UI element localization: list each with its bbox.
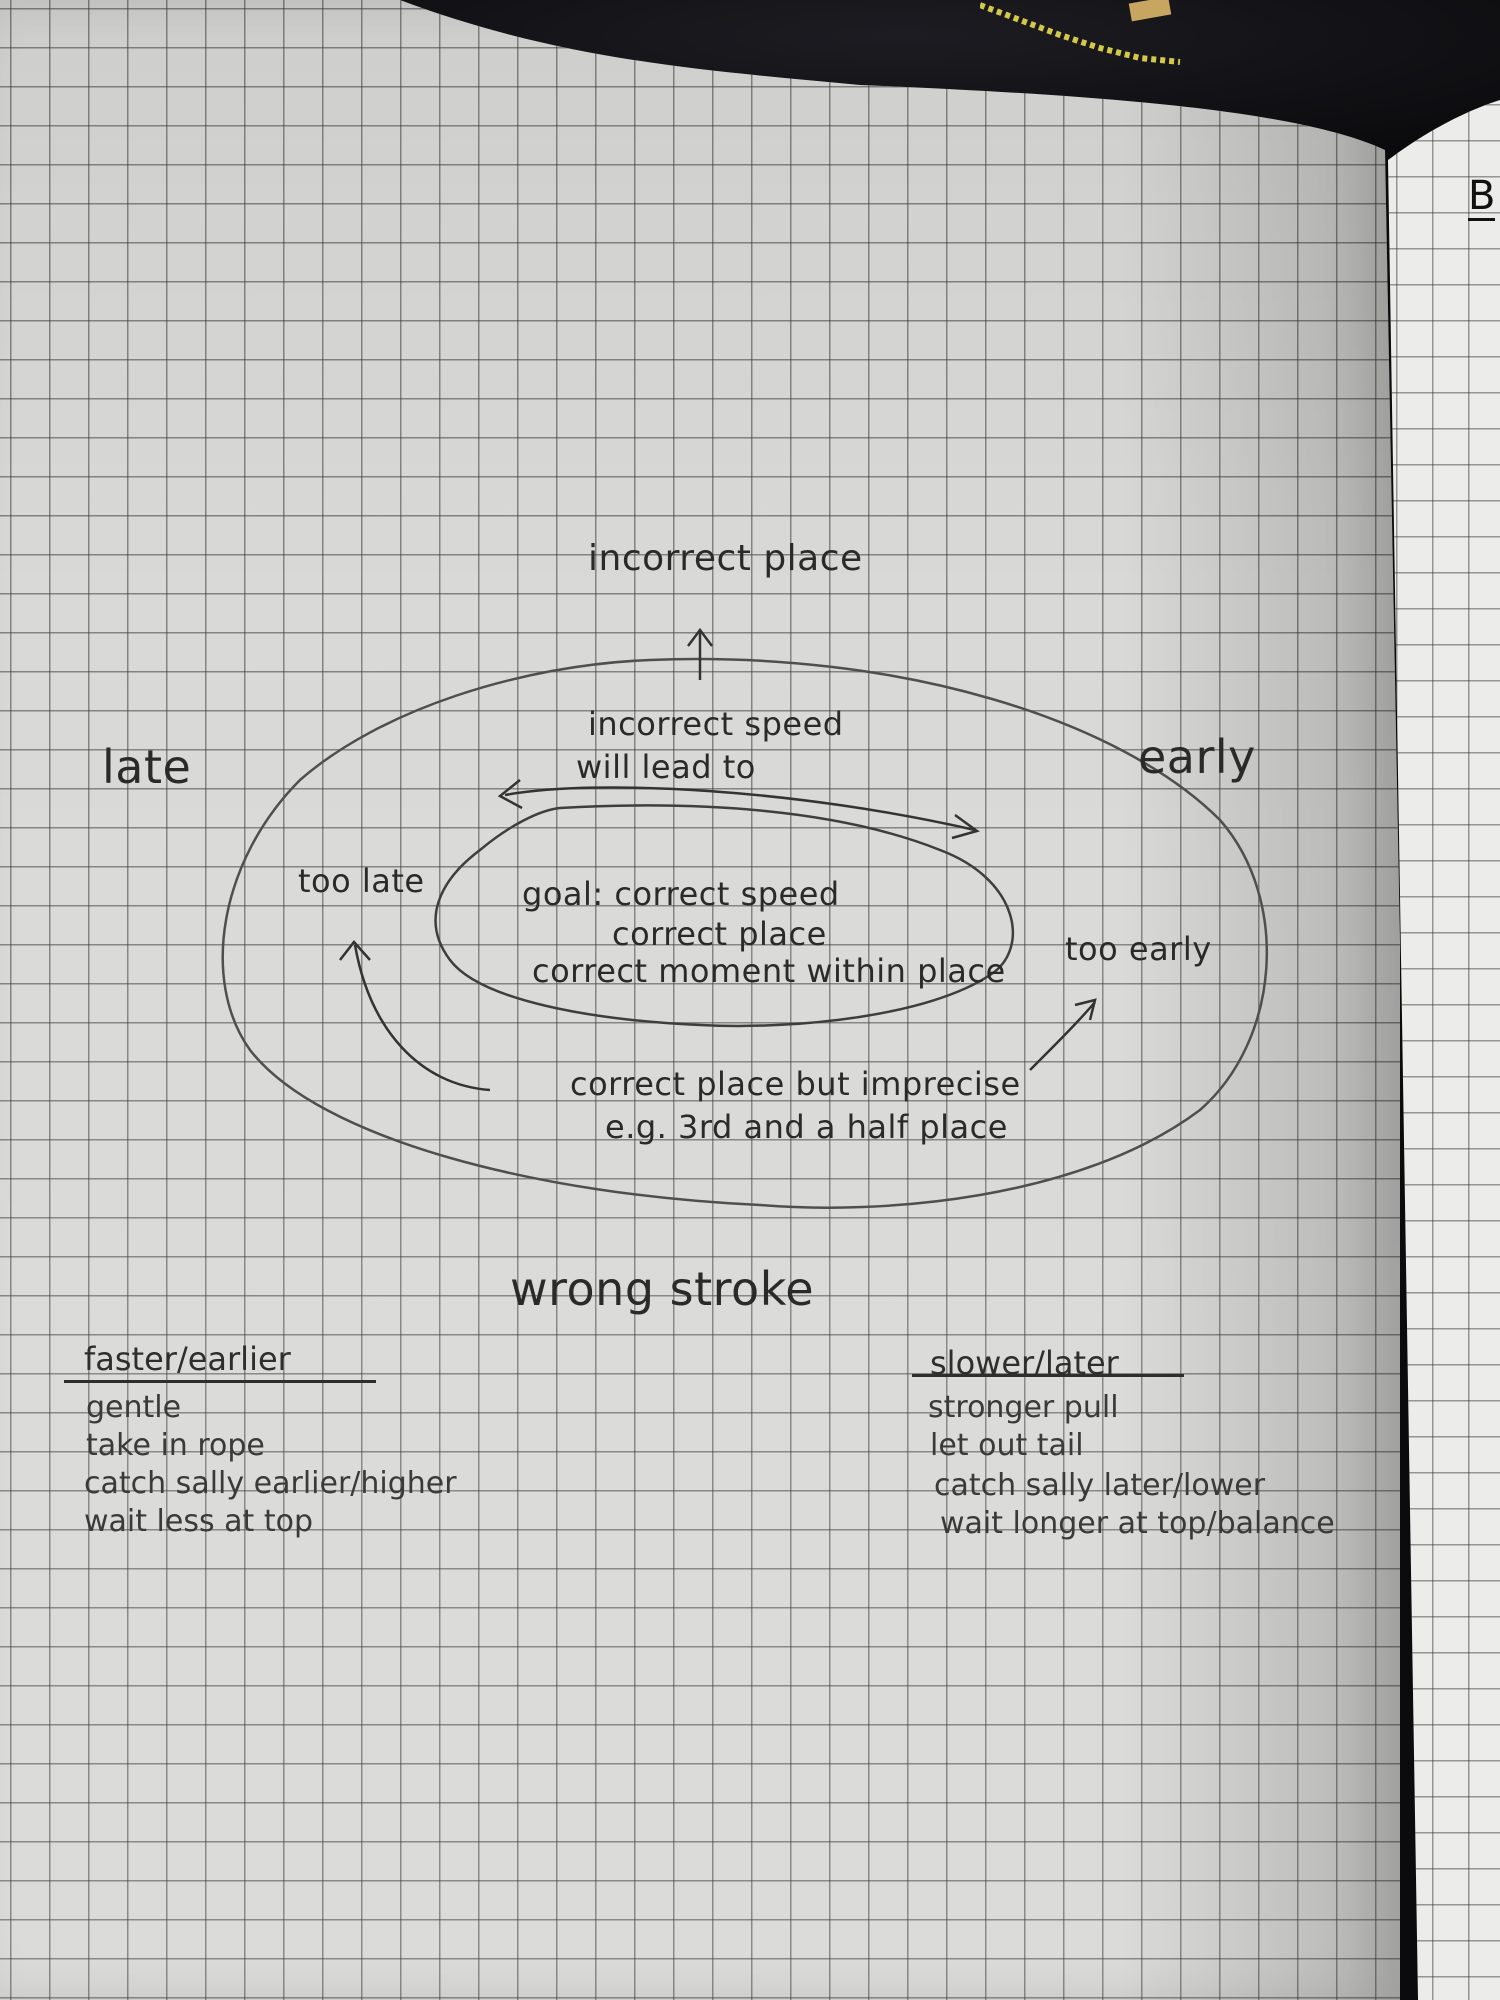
label-will-lead-to: will lead to xyxy=(576,748,756,786)
list-left-item: wait less at top xyxy=(84,1504,313,1539)
goal-line-2: correct place xyxy=(612,915,827,953)
label-early: early xyxy=(1138,730,1256,784)
zipper-decoration xyxy=(980,0,1181,65)
label-example-place: e.g. 3rd and a half place xyxy=(605,1108,1008,1146)
goal-line-1: goal: correct speed xyxy=(522,875,840,913)
graph-paper-page xyxy=(0,0,1400,2000)
list-right-item: stronger pull xyxy=(928,1390,1119,1425)
arrow-up-icon xyxy=(687,627,713,680)
right-page-letter: B xyxy=(1468,173,1496,221)
label-late: late xyxy=(102,740,192,794)
goal-line-3: correct moment within place xyxy=(532,952,1006,990)
list-left-item: catch sally earlier/higher xyxy=(84,1466,457,1501)
list-left-underline xyxy=(64,1380,376,1383)
right-notebook-page xyxy=(1388,100,1500,2000)
outer-ellipse xyxy=(221,657,1268,1209)
label-correct-place-imprecise: correct place but imprecise xyxy=(570,1065,1021,1103)
arrow-to-too-early-icon xyxy=(1029,998,1097,1071)
list-left-heading: faster/earlier xyxy=(84,1340,291,1378)
inner-ellipse xyxy=(434,804,1014,1028)
list-right-item: wait longer at top/balance xyxy=(940,1506,1335,1541)
list-right-item: let out tail xyxy=(930,1428,1084,1463)
label-incorrect-place: incorrect place xyxy=(588,538,863,579)
list-left-item: gentle xyxy=(86,1390,182,1425)
list-left-item: take in rope xyxy=(86,1428,265,1463)
arrow-to-too-late-icon xyxy=(339,940,491,1092)
label-too-early: too early xyxy=(1065,930,1212,968)
double-arrow-icon xyxy=(497,779,980,840)
list-right-underline xyxy=(912,1374,1184,1377)
label-too-late: too late xyxy=(298,862,425,900)
label-wrong-stroke: wrong stroke xyxy=(510,1262,814,1316)
label-incorrect-speed: incorrect speed xyxy=(588,705,844,743)
list-right-item: catch sally later/lower xyxy=(934,1468,1266,1503)
